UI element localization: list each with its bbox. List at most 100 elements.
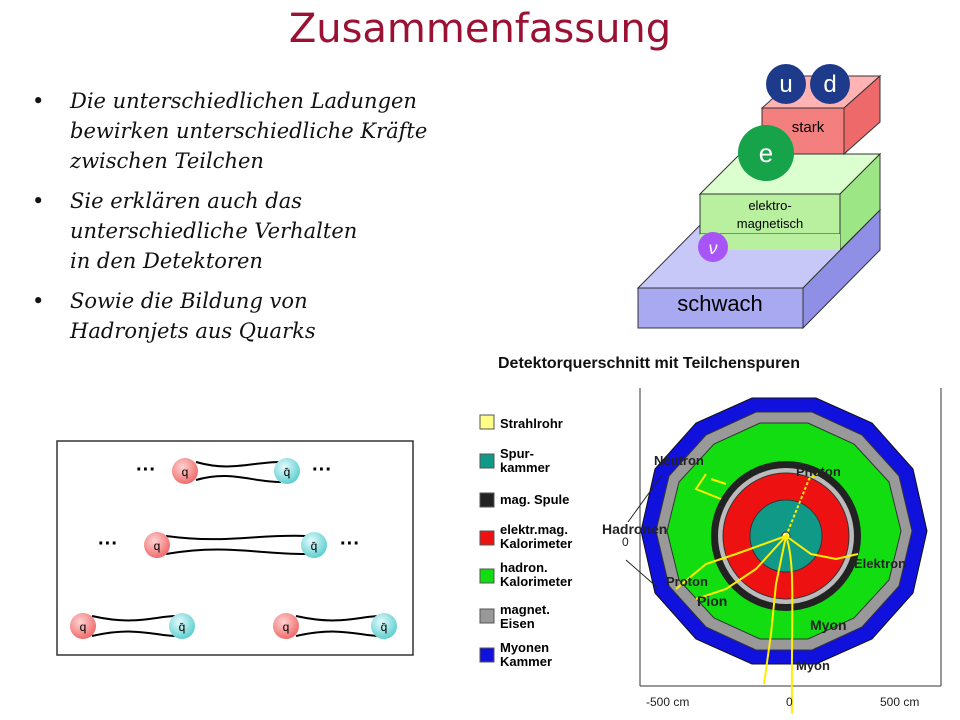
- color-string-top: [195, 461, 282, 468]
- color-string-bottom: [91, 630, 177, 637]
- neutrino-ball: [698, 232, 728, 262]
- legend-swatch: [479, 414, 495, 430]
- antiquark-label: q̄: [381, 620, 388, 634]
- antiquark-label: q̄: [179, 620, 186, 634]
- legend-swatch: [479, 530, 495, 546]
- color-string-bottom: [195, 475, 282, 483]
- legend-label: Kalorimeter: [500, 574, 572, 589]
- down-quark-ball: [810, 64, 850, 104]
- track-myon-2: [785, 535, 794, 715]
- antiquark-ball: [301, 532, 327, 558]
- label-neutron: Neutron: [654, 453, 704, 468]
- legend-label: magnet.: [500, 602, 550, 617]
- legend-label: mag. Spule: [500, 492, 569, 507]
- antiquark-ball: [274, 458, 300, 484]
- label-hadronen: Hadronen: [602, 521, 667, 537]
- legend-item-myonen: Myonen Kammer: [479, 640, 552, 669]
- legend-label: Kalorimeter: [500, 536, 572, 551]
- bullet-line: bewirken unterschiedliche Kräfte: [70, 119, 428, 143]
- legend-label: elektr.mag.: [500, 522, 568, 537]
- hadronen-arrow-up: [627, 474, 663, 523]
- schwach-label: schwach: [677, 291, 763, 316]
- bullet-dot: •: [32, 289, 45, 313]
- label-myon-2: Myon: [796, 658, 830, 673]
- color-string-top: [165, 534, 307, 541]
- up-quark-ball: [766, 64, 806, 104]
- axis-x-zero: 0: [786, 695, 793, 709]
- axis-x-right: 500 cm: [880, 695, 919, 709]
- detector-cross-section: Neutron Photon Hadronen Elektron Proton …: [602, 388, 942, 715]
- track-neutron-shower: [694, 473, 727, 500]
- neutrino-label: ν: [709, 238, 718, 258]
- stark-label: stark: [792, 119, 825, 136]
- legend-swatch: [479, 492, 495, 508]
- page-title: Zusammenfassung: [288, 6, 672, 52]
- legend-label: Strahlrohr: [500, 416, 563, 431]
- bullet-dot: •: [32, 89, 45, 113]
- dots-right: ···: [340, 533, 360, 555]
- track-myon: [763, 535, 787, 685]
- color-string-top: [295, 615, 381, 622]
- bullet-dot: •: [32, 189, 45, 213]
- up-quark-label: u: [779, 71, 792, 98]
- legend-swatch: [479, 568, 495, 584]
- quark-label: q: [182, 465, 189, 479]
- track-proton: [675, 535, 787, 590]
- legend-label: Eisen: [500, 616, 535, 631]
- legend-item-em-kalorimeter: elektr.mag. Kalorimeter: [479, 522, 572, 551]
- bullet-line: zwischen Teilchen: [70, 149, 264, 173]
- bullet-item: • Sie erklären auch das unterschiedliche V…: [30, 186, 450, 276]
- schwach-block-front: [637, 287, 804, 329]
- em-block-front: [699, 193, 841, 235]
- em-label-line1: elektro-: [748, 198, 791, 213]
- hadronization-diagram: q q̄ ··· ··· q q̄ ··· ··· q q̄ q q̄: [56, 440, 414, 656]
- label-pion: Pion: [697, 593, 727, 609]
- down-quark-label: d: [823, 71, 836, 98]
- em-block-base: [700, 234, 840, 250]
- antiquark-label: q̄: [311, 539, 318, 553]
- legend-item-spurkammer: Spur- kammer: [479, 446, 550, 475]
- quark-ball: [273, 613, 299, 639]
- label-elektron: Elektron: [854, 556, 906, 571]
- dots-left: ···: [98, 533, 118, 555]
- axis-y-zero: 0: [622, 535, 629, 549]
- detector-title: Detektorquerschnitt mit Teilchenspuren: [498, 355, 800, 372]
- legend-label: hadron.: [500, 560, 548, 575]
- quark-label: q: [80, 620, 87, 634]
- color-string-bottom: [295, 630, 381, 637]
- antiquark-label: q̄: [284, 465, 291, 479]
- legend-item-eisen: magnet. Eisen: [479, 602, 550, 631]
- label-myon-1: Myon: [810, 617, 847, 633]
- track-elektron: [785, 535, 859, 561]
- antiquark-ball: [371, 613, 397, 639]
- quark-label: q: [283, 620, 290, 634]
- quark-ball: [70, 613, 96, 639]
- legend-swatch: [479, 453, 495, 469]
- electron-ball: [738, 125, 794, 181]
- legend-swatch: [479, 608, 495, 624]
- legend-label: Spur-: [500, 446, 534, 461]
- bullet-line: unterschiedliche Verhalten: [70, 219, 358, 243]
- bullet-line: in den Detektoren: [70, 249, 263, 273]
- quark-label: q: [154, 539, 161, 553]
- legend-swatch: [479, 647, 495, 663]
- force-staircase-diagram: schwach elektro- magnetisch stark u d e …: [636, 64, 882, 330]
- track-photon: [785, 473, 819, 537]
- detector-legend: Strahlrohr Spur- kammer mag. Spule elekt…: [479, 414, 572, 669]
- dots-right: ···: [312, 459, 332, 481]
- axis-x-left: -500 cm: [646, 695, 689, 709]
- legend-item-had-kalorimeter: hadron. Kalorimeter: [479, 560, 572, 589]
- bullet-line: Sie erklären auch das: [70, 189, 303, 213]
- label-proton: Proton: [666, 574, 708, 589]
- dots-left: ···: [136, 459, 156, 481]
- quark-ball: [144, 532, 170, 558]
- legend-item-strahlrohr: Strahlrohr: [479, 414, 563, 431]
- electron-label: e: [759, 138, 773, 168]
- antiquark-ball: [169, 613, 195, 639]
- legend-label: kammer: [500, 460, 550, 475]
- quark-ball: [172, 458, 198, 484]
- color-string-bottom: [165, 548, 307, 555]
